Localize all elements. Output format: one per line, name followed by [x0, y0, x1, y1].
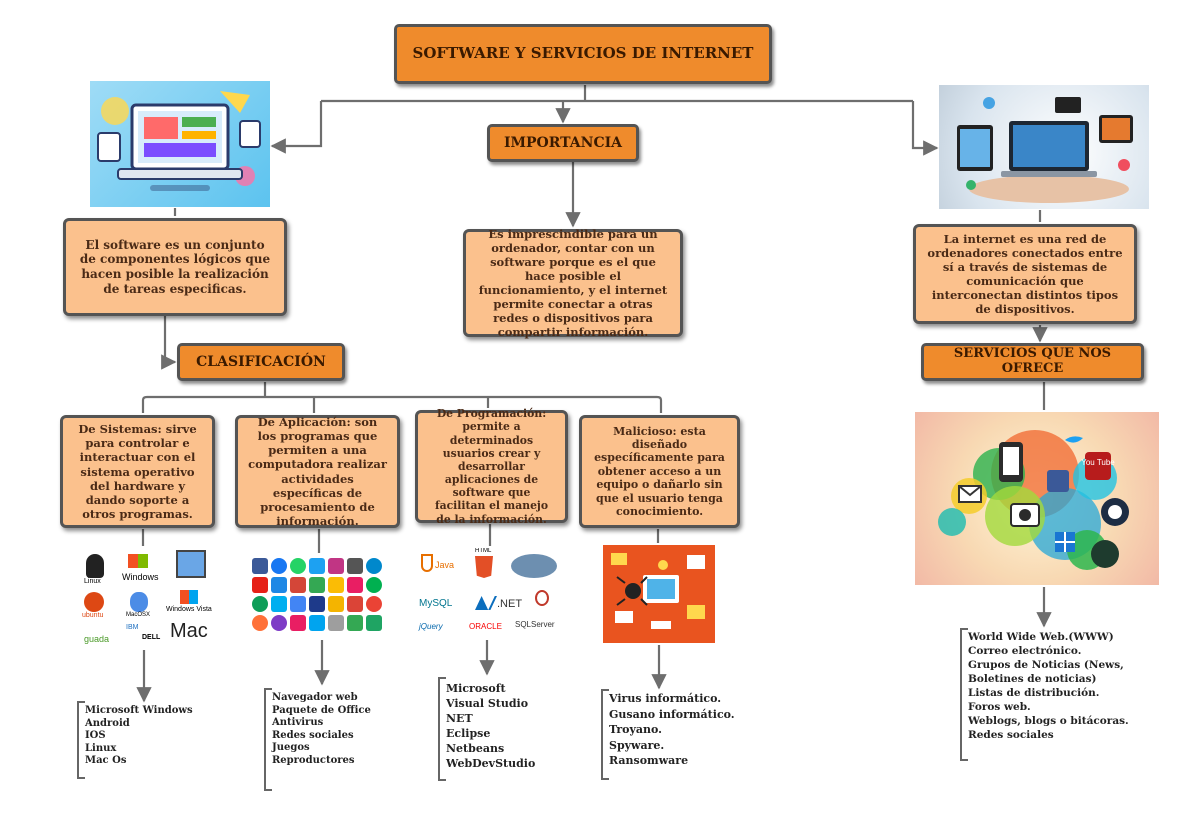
software-definition: El software es un conjunto de componente… [63, 218, 287, 316]
sqlserver-icon [535, 590, 549, 606]
programming-logos: Java HTML MySQL .NET jQuery ORACLE SQLSe… [415, 548, 565, 638]
list-item: Troyano. [609, 723, 663, 736]
connector-to-classification [161, 316, 177, 370]
list-item: Correo electrónico. [968, 645, 1082, 657]
list-item: Linux [85, 742, 117, 754]
jquery-label: jQuery [419, 622, 443, 631]
windows-icon [128, 554, 148, 568]
list-item: Antivirus [272, 717, 324, 728]
sqlserver-label: SQLServer [515, 620, 555, 629]
apple-icon [130, 592, 148, 612]
dell-label: DELL [142, 634, 161, 641]
list-item: Visual Studio [446, 697, 529, 710]
list-item: Netbeans [446, 742, 505, 755]
category-applications: De Aplicación: son los programas que per… [235, 415, 400, 528]
list-item: Microsoft [446, 682, 506, 695]
windows-label: Windows [122, 572, 159, 582]
connector-class-bar [141, 395, 663, 401]
devices-illustration [957, 97, 1133, 203]
list-item: Boletines de noticias) [968, 673, 1097, 685]
list-item: Reproductores [272, 754, 355, 766]
youtube-icon: You Tube [1081, 458, 1115, 467]
list-item: Listas de distribución. [968, 687, 1100, 699]
ibm-label: IBM [126, 624, 139, 631]
list-item: Redes sociales [272, 729, 354, 741]
list-item: Redes sociales [968, 729, 1054, 741]
malware-illustration [603, 545, 715, 643]
os-logos: Linux Windows ubuntu MacOSX Windows Vist… [80, 548, 220, 648]
services-icons-collage: You Tube [915, 412, 1159, 585]
internet-devices-photo [939, 85, 1149, 209]
malware-icons [611, 553, 705, 629]
classification-label: CLASIFICACIÓN [177, 343, 345, 381]
internet-definition: La internet es una red de ordenadores co… [913, 224, 1137, 324]
threat-examples-list: Virus informático. Gusano informático. T… [601, 689, 735, 780]
list-item: Eclipse [446, 727, 491, 740]
html5-icon [475, 556, 493, 578]
category-systems: De Sistemas: sirve para controlar e inte… [60, 415, 215, 528]
dotnet-icon [475, 596, 497, 610]
linux-icon [86, 554, 104, 578]
services-label: SERVICIOS QUE NOS OFRECE [921, 343, 1144, 381]
mysql-label: MySQL [419, 598, 453, 609]
connector-to-internet-image [911, 101, 939, 156]
java-icon [421, 554, 433, 572]
category-malicious: Malicioso: esta diseñado específicamente… [579, 415, 740, 528]
list-item: Foros web. [968, 701, 1031, 713]
macosx-finder-icon [176, 550, 206, 578]
list-item: Microsoft Windows [85, 705, 193, 716]
app-examples-list: Navegador web Paquete de Office Antiviru… [264, 688, 371, 791]
list-item: Ransomware [609, 754, 689, 767]
list-item: Mac Os [85, 755, 127, 766]
list-item: Weblogs, blogs o bitácoras. [968, 715, 1129, 727]
list-item: Juegos [272, 742, 310, 753]
dev-examples-list: Microsoft Visual Studio NET Eclipse Netb… [438, 677, 535, 781]
list-item: Virus informático. [609, 692, 722, 705]
importance-label: IMPORTANCIA [487, 124, 639, 162]
list-item: Android [85, 717, 130, 729]
social-bubbles: You Tube [938, 430, 1129, 570]
windows-vista-icon [180, 590, 198, 604]
list-item: World Wide Web.(WWW) [968, 631, 1114, 643]
ubuntu-icon [84, 592, 104, 612]
list-item: WebDevStudio [446, 757, 536, 770]
importance-text: Es imprescindible para un ordenador, con… [463, 227, 683, 339]
category-programming: De Programación: permite a determinados … [415, 407, 568, 526]
macosx-label: MacOSX [126, 612, 151, 618]
services-list: World Wide Web.(WWW) Correo electrónico.… [960, 628, 1129, 761]
mac-label: Mac [170, 620, 208, 642]
ubuntu-label: ubuntu [82, 612, 104, 619]
oracle-label: ORACLE [469, 622, 502, 631]
list-item: Spyware. [609, 738, 665, 752]
laptop-illustration [97, 91, 261, 191]
windows-vista-label: Windows Vista [166, 606, 212, 613]
app-icons-grid [252, 558, 382, 631]
list-item: IOS [85, 730, 106, 741]
php-elephant-icon [511, 554, 557, 578]
connector-to-software-image [270, 101, 323, 154]
list-item: Gusano informático. [609, 707, 735, 721]
list-item: Navegador web [272, 692, 358, 703]
os-examples-list: Microsoft Windows Android IOS Linux Mac … [77, 701, 193, 779]
java-label: Java [435, 560, 455, 570]
application-logos [250, 556, 400, 638]
software-illustration [90, 81, 270, 207]
list-item: Paquete de Office [272, 704, 371, 716]
list-item: Grupos de Noticias (News, [968, 659, 1124, 671]
dotnet-label: .NET [497, 598, 523, 610]
linux-label: Linux [84, 578, 101, 585]
list-item: NET [446, 712, 473, 725]
main-title: SOFTWARE Y SERVICIOS DE INTERNET [394, 24, 772, 84]
html-label: HTML [475, 548, 492, 554]
guadalinex-label: guada [84, 634, 110, 644]
